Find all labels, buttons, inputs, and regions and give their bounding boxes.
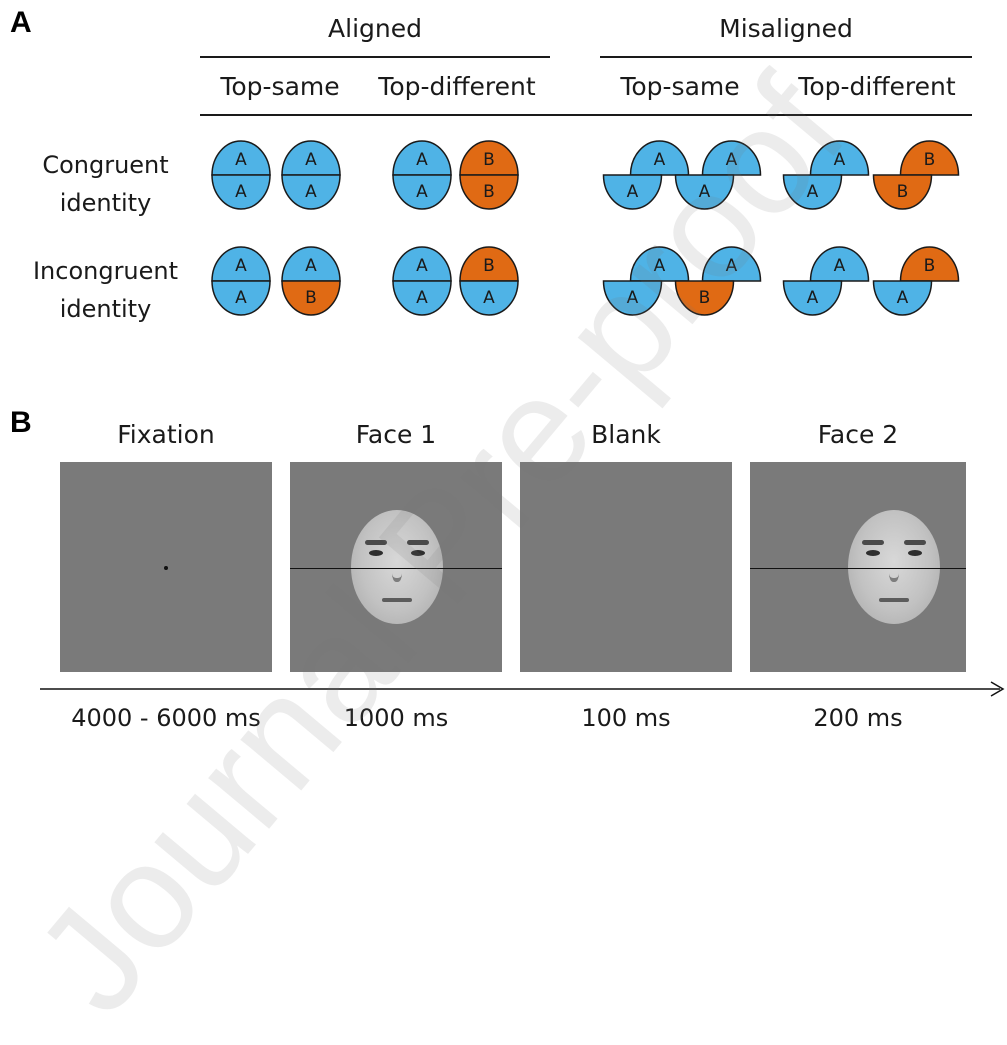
stimulus-bottom-half [392,280,452,316]
row-label-incongruent: Incongruent identity [32,257,179,323]
stimulus-letter: A [305,182,317,202]
frame-title-blank: Blank [591,420,661,449]
stimulus-letter: A [654,150,666,170]
stimulus-bottom-half [281,280,341,316]
face-split-line [750,568,966,569]
subheader-rule [200,114,972,116]
stimulus-top-half [701,140,762,176]
subheader-misaligned-top-same: Top-same [620,72,740,101]
stimulus-top-half [629,246,690,282]
stimulus-top-half [459,246,519,282]
stimulus-letter: A [654,256,666,276]
stimulus-letter: B [305,288,317,308]
stimulus-bottom-half [674,280,735,316]
time-axis-arrow [40,681,1005,697]
stimulus-letter: A [235,288,247,308]
stimulus-letter: A [416,256,428,276]
stimulus-letter: A [416,150,428,170]
stimulus-bottom-half [459,174,519,210]
stimulus-top-half [899,140,960,176]
stimulus-bottom-half [602,174,663,210]
screen-blank [520,462,732,672]
stimulus-top-half [392,140,452,176]
stimulus-bottom-half [602,280,663,316]
stimulus-top-half [899,246,960,282]
stimulus-bottom-half [872,174,933,210]
frame-title-face-1: Face 1 [355,420,437,449]
screen-face-2 [750,462,966,672]
stimulus-letter: A [699,182,711,202]
duration-fixation: 4000 - 6000 ms [71,704,261,732]
stimulus-letter: B [924,150,936,170]
stimulus-letter: A [834,256,846,276]
aligned-rule [200,56,550,58]
stimulus-bottom-half [782,280,843,316]
stimulus-letter: A [235,182,247,202]
fixation-cross-icon [164,566,168,570]
stimulus-top-half [281,140,341,176]
stimulus-letter: A [305,150,317,170]
screen-face-1 [290,462,502,672]
panel-b-letter: B [10,406,32,439]
duration-face-1: 1000 ms [343,704,449,732]
stimulus-top-half [629,140,690,176]
stimulus-letter: A [627,182,639,202]
stimulus-bottom-half [392,174,452,210]
stimulus-letter: B [483,256,495,276]
row-label-congruent: Congruent identity [42,151,169,217]
stimulus-top-half [211,140,271,176]
face-split-line [290,568,502,569]
duration-face-2: 200 ms [813,704,903,732]
stimulus-letter: B [924,256,936,276]
stimulus-top-half [809,246,870,282]
subheader-misaligned-top-different: Top-different [798,72,956,101]
stimulus-letter: A [807,288,819,308]
stimulus-letter: A [726,150,738,170]
face-image-aligned [351,510,443,624]
frame-title-fixation: Fixation [117,420,215,449]
subheader-aligned-top-different: Top-different [378,72,536,101]
group-header-aligned: Aligned [328,14,422,43]
stimulus-letter: A [305,256,317,276]
stimulus-letter: A [726,256,738,276]
stimulus-top-half [281,246,341,282]
panel-a-letter: A [10,6,32,39]
stimulus-bottom-half [872,280,933,316]
stimulus-top-half [459,140,519,176]
stimulus-letter: A [416,288,428,308]
screen-fixation [60,462,272,672]
stimulus-bottom-half [281,174,341,210]
stimulus-bottom-half [211,174,271,210]
stimulus-letter: A [235,256,247,276]
stimulus-top-half [809,140,870,176]
misaligned-rule [600,56,972,58]
stimulus-letter: B [699,288,711,308]
stimulus-top-half [211,246,271,282]
stimulus-letter: A [627,288,639,308]
stimulus-top-half [701,246,762,282]
stimulus-letter: A [483,288,495,308]
frame-title-face-2: Face 2 [817,420,899,449]
stimulus-letter: A [807,182,819,202]
face-image-misaligned [848,510,940,624]
group-header-misaligned: Misaligned [719,14,853,43]
stimulus-letter: B [483,150,495,170]
stimulus-letter: A [235,150,247,170]
stimulus-letter: B [483,182,495,202]
stimulus-letter: A [416,182,428,202]
duration-blank: 100 ms [581,704,671,732]
stimulus-letter: A [897,288,909,308]
stimulus-bottom-half [782,174,843,210]
stimulus-bottom-half [211,280,271,316]
subheader-aligned-top-same: Top-same [220,72,340,101]
stimulus-letter: A [834,150,846,170]
stimulus-bottom-half [459,280,519,316]
stimulus-bottom-half [674,174,735,210]
stimulus-letter: B [897,182,909,202]
stimulus-top-half [392,246,452,282]
